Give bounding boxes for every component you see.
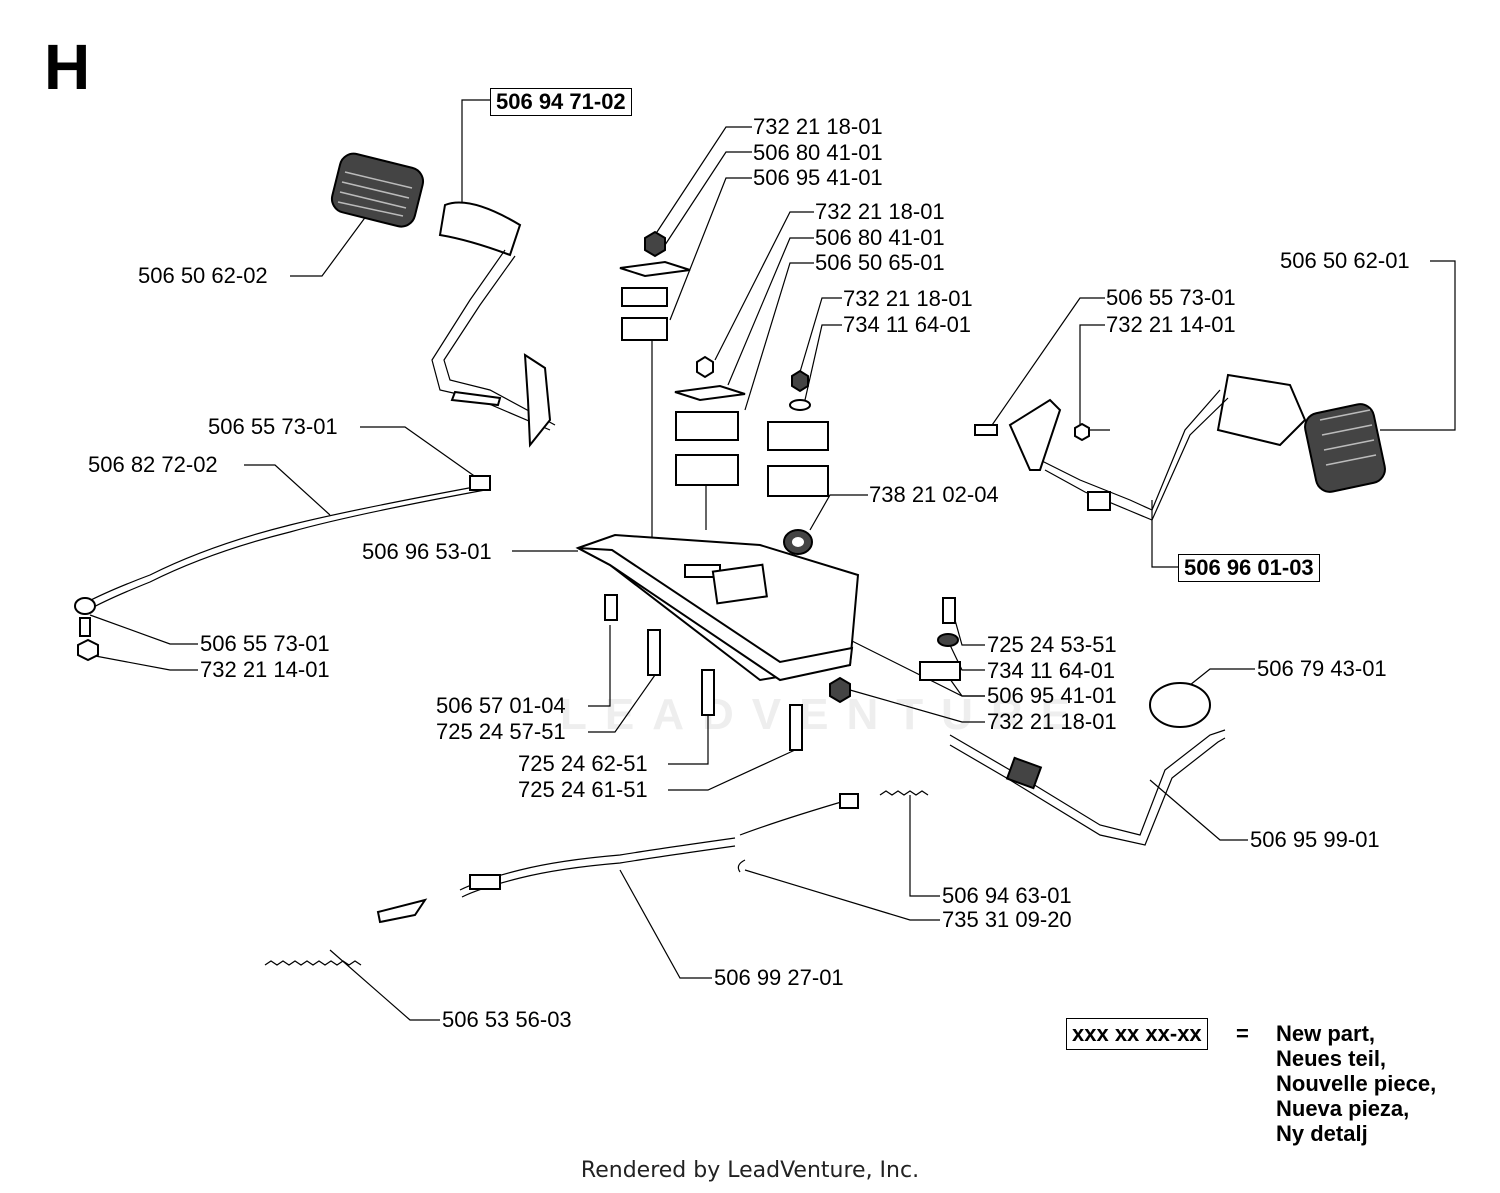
legend-text: New part, Neues teil, Nouvelle piece, Nu… <box>1276 1021 1436 1146</box>
legend-line: Nueva pieza, <box>1276 1096 1410 1121</box>
part-label[interactable]: 506 94 63-01 <box>942 883 1072 908</box>
part-label[interactable]: 725 24 62-51 <box>518 751 648 776</box>
part-label[interactable]: 506 50 65-01 <box>815 250 945 275</box>
part-label[interactable]: 506 50 62-01 <box>1280 248 1410 273</box>
base-plate <box>575 529 860 682</box>
part-label[interactable]: 506 55 73-01 <box>1106 285 1236 310</box>
part-label[interactable]: 506 96 53-01 <box>362 539 492 564</box>
left-pedal-arm <box>431 201 556 448</box>
part-label[interactable]: 734 11 64-01 <box>843 312 972 337</box>
part-label[interactable]: 725 24 61-51 <box>518 777 648 802</box>
part-label[interactable]: 732 21 18-01 <box>987 709 1117 734</box>
part-label[interactable]: 735 31 09-20 <box>942 907 1072 932</box>
plate-bolts <box>604 594 803 751</box>
part-label[interactable]: 506 79 43-01 <box>1257 656 1387 681</box>
lower-cable <box>264 790 929 966</box>
legend-line: New part, <box>1276 1021 1376 1046</box>
part-label[interactable]: 506 80 41-01 <box>753 140 883 165</box>
part-label[interactable]: 506 95 99-01 <box>1250 827 1380 852</box>
bolt-washer-clamp <box>829 597 961 704</box>
legend-line: Nouvelle piece, <box>1276 1071 1437 1096</box>
part-label-new[interactable]: 506 96 01-03 <box>1178 554 1320 582</box>
part-label[interactable]: 732 21 14-01 <box>200 657 330 682</box>
clamp-stack-1 <box>619 230 691 540</box>
part-label[interactable]: 732 21 14-01 <box>1106 312 1236 337</box>
part-label[interactable]: 506 95 41-01 <box>753 165 883 190</box>
part-label-new[interactable]: 506 94 71-02 <box>490 88 632 116</box>
upper-cable <box>74 475 491 662</box>
clamp-stack-2 <box>674 355 746 530</box>
part-label[interactable]: 732 21 18-01 <box>753 114 883 139</box>
part-label[interactable]: 506 82 72-02 <box>88 452 218 477</box>
watermark: LEADVENTURE <box>560 690 1089 739</box>
part-label[interactable]: 725 24 57-51 <box>436 719 566 744</box>
part-label[interactable]: 734 11 64-01 <box>987 658 1116 683</box>
part-label[interactable]: 725 24 53-51 <box>987 632 1117 657</box>
legend-code: xxx xx xx-xx <box>1066 1018 1208 1050</box>
part-label[interactable]: 506 57 01-04 <box>436 693 566 718</box>
leader-lines <box>89 99 1456 1021</box>
part-label[interactable]: 732 21 18-01 <box>815 199 945 224</box>
part-label[interactable]: 506 50 62-02 <box>138 263 268 288</box>
legend-equals: = <box>1236 1021 1249 1046</box>
part-label[interactable]: 738 21 02-04 <box>869 482 999 507</box>
control-rod <box>949 682 1226 846</box>
left-pedal-pad <box>330 152 425 228</box>
part-label[interactable]: 506 80 41-01 <box>815 225 945 250</box>
right-pedal-arm <box>974 373 1307 521</box>
part-label[interactable]: 506 55 73-01 <box>200 631 330 656</box>
part-label[interactable]: 506 95 41-01 <box>987 683 1117 708</box>
part-label[interactable]: 732 21 18-01 <box>843 286 973 311</box>
part-label[interactable]: 506 55 73-01 <box>208 414 338 439</box>
clamp-stack-3 <box>767 369 829 497</box>
right-pedal-pad <box>1304 403 1386 493</box>
part-label[interactable]: 506 53 56-03 <box>442 1007 572 1032</box>
legend-line: Ny detalj <box>1276 1121 1368 1146</box>
section-letter: H <box>44 31 91 103</box>
footer-credit: Rendered by LeadVenture, Inc. <box>580 1158 920 1183</box>
part-label[interactable]: 506 99 27-01 <box>714 965 844 990</box>
legend-line: Neues teil, <box>1276 1046 1387 1071</box>
